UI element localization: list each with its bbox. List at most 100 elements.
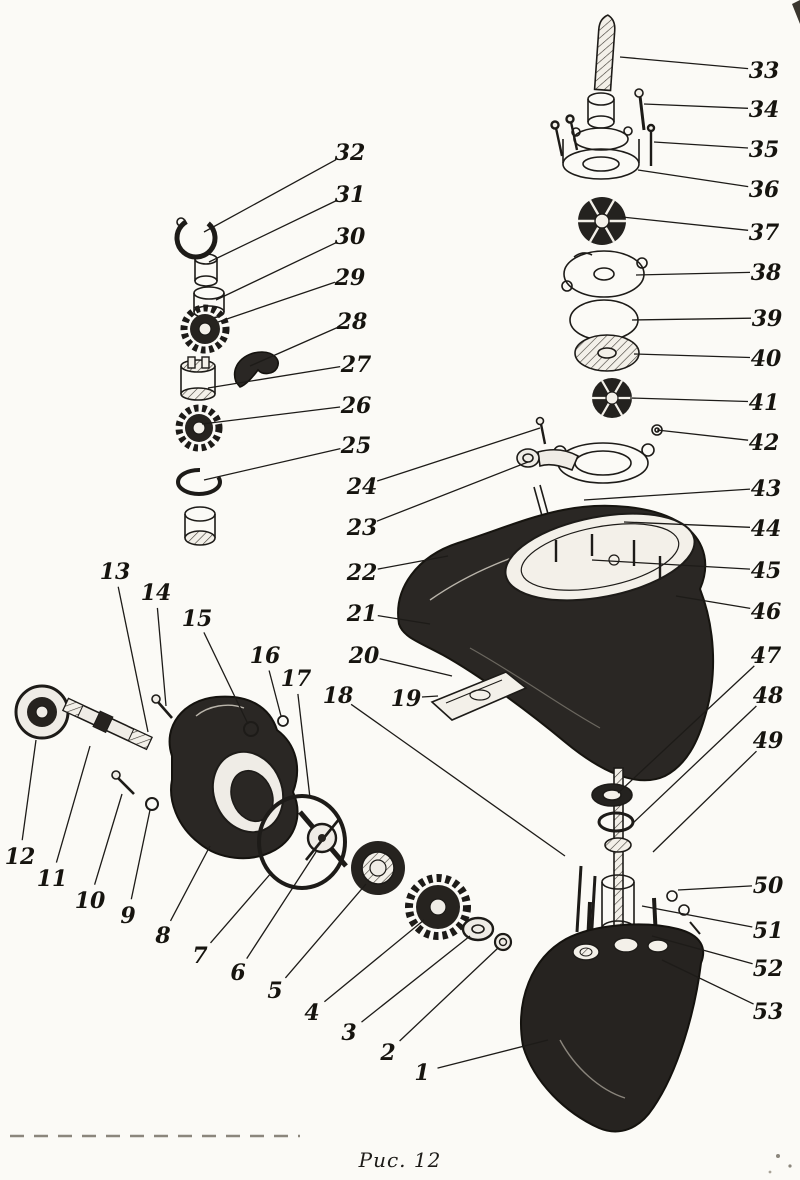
- part-number-6: 6: [230, 960, 245, 986]
- leader-line-14: [156, 607, 167, 707]
- gearcase-top-plate: [504, 512, 696, 602]
- lock-washer-part: [176, 468, 222, 496]
- leader-line-20: [379, 658, 453, 677]
- leader-line-11: [55, 745, 91, 863]
- small-ring-part-b: [243, 721, 259, 737]
- leader-line-49: [652, 750, 757, 853]
- leader-line-2: [399, 947, 499, 1042]
- leader-line-30: [215, 242, 336, 301]
- leader-line-33: [619, 56, 749, 70]
- leader-line-18: [350, 703, 566, 857]
- part-number-48: 48: [753, 683, 784, 709]
- drive-shaft-part: [593, 14, 616, 92]
- roller-bearing-part: [351, 841, 405, 895]
- part-number-10: 10: [75, 888, 106, 914]
- leader-line-44: [623, 521, 751, 528]
- prop-shaft-assembly: [14, 684, 513, 952]
- part-number-34: 34: [749, 97, 780, 123]
- prop-nut-part: [493, 932, 513, 952]
- leader-line-19: [421, 695, 439, 698]
- leader-line-53: [661, 959, 754, 1005]
- leader-line-45: [591, 559, 751, 570]
- leader-line-31: [208, 200, 336, 263]
- leader-line-39: [631, 317, 752, 321]
- part-number-28: 28: [336, 309, 368, 335]
- part-number-5: 5: [267, 978, 282, 1004]
- pump-screws-part: [550, 114, 656, 166]
- gearcase-studs: [554, 534, 662, 580]
- leader-line-41: [629, 397, 749, 403]
- small-bushing-part: [194, 253, 218, 287]
- part-number-32: 32: [335, 140, 366, 166]
- wear-plate-part: [561, 250, 648, 298]
- dog-clutch-part: [180, 356, 216, 401]
- leader-line-52: [651, 935, 753, 965]
- part-number-41: 41: [749, 390, 780, 416]
- shift-arm-part: [516, 448, 580, 472]
- part-number-31: 31: [335, 182, 366, 208]
- leader-line-5: [284, 883, 367, 979]
- leader-line-43: [583, 488, 751, 501]
- gearcase-housing-part: [397, 504, 715, 782]
- leader-line-16: [268, 670, 282, 717]
- screw-part-b: [111, 770, 135, 795]
- part-number-30: 30: [335, 224, 366, 250]
- leader-line-17: [297, 693, 311, 799]
- part-number-38: 38: [751, 260, 782, 286]
- part-number-13: 13: [100, 559, 131, 585]
- leader-line-27: [207, 365, 341, 389]
- part-number-25: 25: [340, 433, 372, 459]
- part-number-19: 19: [391, 686, 422, 712]
- pinion-gear-part: [180, 304, 230, 354]
- part-number-4: 4: [304, 1000, 319, 1026]
- part-number-16: 16: [250, 643, 281, 669]
- leader-line-10: [93, 793, 123, 885]
- shift-fork-part: [233, 351, 279, 388]
- leader-line-21: [377, 614, 431, 625]
- part-number-35: 35: [749, 137, 780, 163]
- part-number-1: 1: [414, 1060, 429, 1086]
- leader-line-9: [130, 809, 151, 900]
- leader-line-23: [376, 461, 529, 522]
- leader-line-32: [203, 159, 337, 233]
- prop-hub-part: [14, 684, 70, 740]
- leader-line-1: [437, 1039, 549, 1069]
- leader-line-46: [675, 595, 751, 610]
- part-number-7: 7: [192, 943, 208, 969]
- part-number-42: 42: [749, 430, 780, 456]
- leader-line-48: [631, 705, 757, 825]
- leader-line-13: [117, 586, 149, 733]
- small-bolt-part: [535, 416, 547, 445]
- forward-gear-part: [175, 404, 223, 452]
- leader-line-22: [377, 555, 449, 570]
- leader-line-7: [210, 871, 273, 944]
- part-number-43: 43: [751, 476, 782, 502]
- page-edge-marks: [768, 0, 800, 1174]
- skeg-part: [520, 897, 705, 1133]
- part-number-45: 45: [751, 558, 782, 584]
- impeller-part: [578, 197, 626, 245]
- screw-part-a: [151, 694, 173, 719]
- leader-line-47: [617, 665, 755, 794]
- bolt-part: [634, 88, 646, 131]
- part-number-46: 46: [751, 599, 782, 625]
- leader-line-24: [376, 427, 541, 482]
- part-number-27: 27: [340, 352, 372, 378]
- leader-line-42: [656, 429, 749, 441]
- leader-line-34: [643, 103, 749, 109]
- washer-part: [461, 916, 495, 942]
- leader-line-51: [641, 905, 753, 928]
- cover-plate-part: [430, 671, 528, 721]
- leader-line-37: [621, 216, 749, 231]
- circlip-part: [174, 216, 218, 260]
- part-number-2: 2: [379, 1040, 395, 1066]
- lower-impeller-part: [592, 378, 632, 418]
- leader-line-29: [217, 281, 336, 323]
- part-number-21: 21: [346, 601, 378, 627]
- part-number-29: 29: [334, 265, 366, 291]
- leader-line-3: [361, 935, 471, 1023]
- leader-line-6: [246, 851, 317, 959]
- leader-line-28: [249, 326, 338, 367]
